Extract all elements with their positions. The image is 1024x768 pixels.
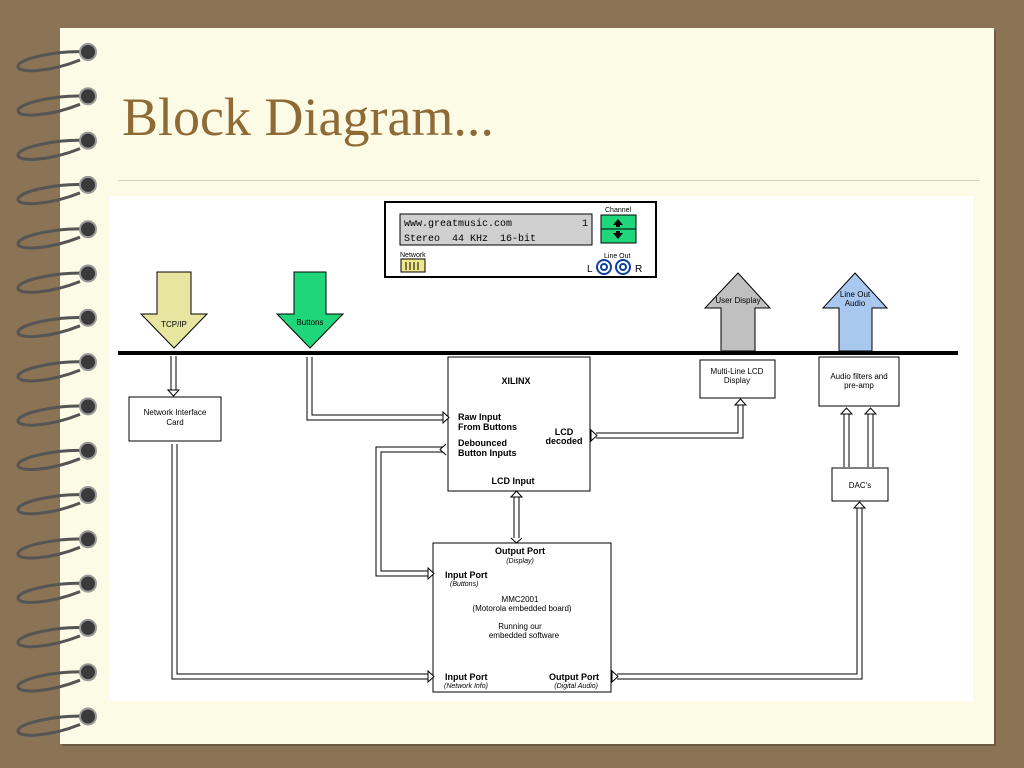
svg-text:Audio: Audio <box>845 299 866 308</box>
svg-text:Audio filters and: Audio filters and <box>830 372 887 381</box>
svg-text:(Motorola embedded board): (Motorola embedded board) <box>472 604 572 613</box>
channel-label: Channel <box>605 207 632 214</box>
spiral-hole <box>79 264 97 283</box>
spiral-hole <box>79 87 97 106</box>
arrow-down-icon <box>613 231 623 239</box>
audio-filters-block: Audio filters and pre-amp <box>818 356 900 407</box>
svg-text:pre-amp: pre-amp <box>844 381 874 390</box>
spiral-hole <box>79 441 97 460</box>
spiral-ring <box>16 714 89 737</box>
lcd-display-block: Multi-Line LCD Display <box>699 359 776 399</box>
spiral-hole <box>79 618 97 637</box>
block-diagram-panel: www.greatmusic.com 1 Stereo 44 KHz 16-bi… <box>110 196 973 701</box>
svg-text:LCD Input: LCD Input <box>492 476 535 486</box>
buttons-arrow: Buttons <box>275 271 345 349</box>
spiral-hole <box>79 308 97 327</box>
title-divider <box>118 180 980 181</box>
connectors <box>166 356 878 684</box>
spiral-hole <box>79 486 97 504</box>
spiral-hole <box>79 353 97 372</box>
svg-text:Debounced: Debounced <box>458 438 507 448</box>
tcpip-arrow: TCP/IP <box>139 271 209 349</box>
svg-text:Output Port: Output Port <box>495 546 545 556</box>
svg-text:From Buttons: From Buttons <box>458 422 517 432</box>
spiral-ring <box>16 493 89 516</box>
line-out-audio-arrow: Line Out Audio <box>821 272 889 352</box>
arrow-up-icon <box>613 219 623 227</box>
right-channel-label: R <box>635 264 642 275</box>
spiral-hole <box>79 530 97 549</box>
spiral-ring <box>16 94 89 117</box>
spiral-ring <box>16 315 89 339</box>
spiral-ring <box>16 626 89 649</box>
dacs-block: DAC's <box>831 467 889 502</box>
svg-text:MMC2001: MMC2001 <box>502 595 539 604</box>
right-jack-icon <box>615 259 631 275</box>
device-front-panel: www.greatmusic.com 1 Stereo 44 KHz 16-bi… <box>384 201 657 278</box>
svg-text:Input Port: Input Port <box>445 672 488 682</box>
network-interface-card-block: Network Interface Card <box>128 396 222 442</box>
svg-text:decoded: decoded <box>545 436 582 446</box>
svg-text:Buttons: Buttons <box>296 318 323 327</box>
spiral-hole <box>79 175 97 194</box>
svg-text:User Display: User Display <box>715 296 760 305</box>
line-out-label: Line Out <box>604 253 631 260</box>
spiral-ring <box>16 404 89 427</box>
svg-text:Input Port: Input Port <box>445 570 488 580</box>
spiral-hole <box>79 663 97 682</box>
device-lcd-line1: www.greatmusic.com <box>404 218 512 230</box>
spiral-ring <box>16 448 89 471</box>
svg-text:Button Inputs: Button Inputs <box>458 448 516 458</box>
svg-text:Running our: Running our <box>498 622 542 631</box>
svg-text:embedded software: embedded software <box>489 631 560 640</box>
spiral-hole <box>79 707 97 726</box>
mmc2001-block: Output Port (Display) Input Port (Button… <box>432 542 612 693</box>
spiral-hole <box>79 574 97 593</box>
spiral-ring <box>16 50 89 73</box>
svg-text:Display: Display <box>724 376 750 385</box>
svg-text:(Buttons): (Buttons) <box>450 581 478 588</box>
svg-text:(Display): (Display) <box>506 558 534 565</box>
svg-text:DAC's: DAC's <box>849 481 871 490</box>
spiral-ring <box>16 360 89 383</box>
svg-text:XILINX: XILINX <box>501 376 530 386</box>
spiral-hole <box>79 43 97 61</box>
spiral-hole <box>79 131 97 150</box>
svg-text:Card: Card <box>166 418 183 427</box>
svg-text:Output Port: Output Port <box>549 672 599 682</box>
left-channel-label: L <box>587 264 593 275</box>
slide-title: Block Diagram... <box>122 87 494 147</box>
svg-text:Network Interface: Network Interface <box>144 408 207 417</box>
svg-text:Multi-Line LCD: Multi-Line LCD <box>711 367 764 376</box>
spiral-ring <box>16 271 89 294</box>
spiral-ring <box>16 670 89 693</box>
network-label: Network <box>400 252 426 259</box>
svg-text:(Network Info): (Network Info) <box>444 683 488 690</box>
spiral-ring <box>16 138 89 161</box>
spiral-ring <box>16 537 89 560</box>
svg-text:LCD: LCD <box>555 427 574 437</box>
svg-text:(Digital Audio): (Digital Audio) <box>554 683 598 690</box>
user-display-arrow: User Display <box>703 272 772 352</box>
spiral-hole <box>79 397 97 416</box>
svg-text:TCP/IP: TCP/IP <box>161 320 187 329</box>
svg-text:Raw Input: Raw Input <box>458 412 501 422</box>
device-lcd-line1-number: 1 <box>582 219 588 230</box>
xilinx-block: XILINX Raw Input From Buttons Debounced … <box>447 356 591 492</box>
spiral-ring <box>16 581 89 604</box>
spiral-ring <box>16 183 89 206</box>
spiral-hole <box>79 220 97 239</box>
left-jack-icon <box>596 259 612 275</box>
svg-text:Line Out: Line Out <box>840 290 871 299</box>
spiral-binding <box>16 43 97 737</box>
network-port-icon <box>400 258 426 273</box>
spiral-ring <box>16 227 89 250</box>
device-lcd-line2: Stereo 44 KHz 16-bit <box>404 233 536 245</box>
